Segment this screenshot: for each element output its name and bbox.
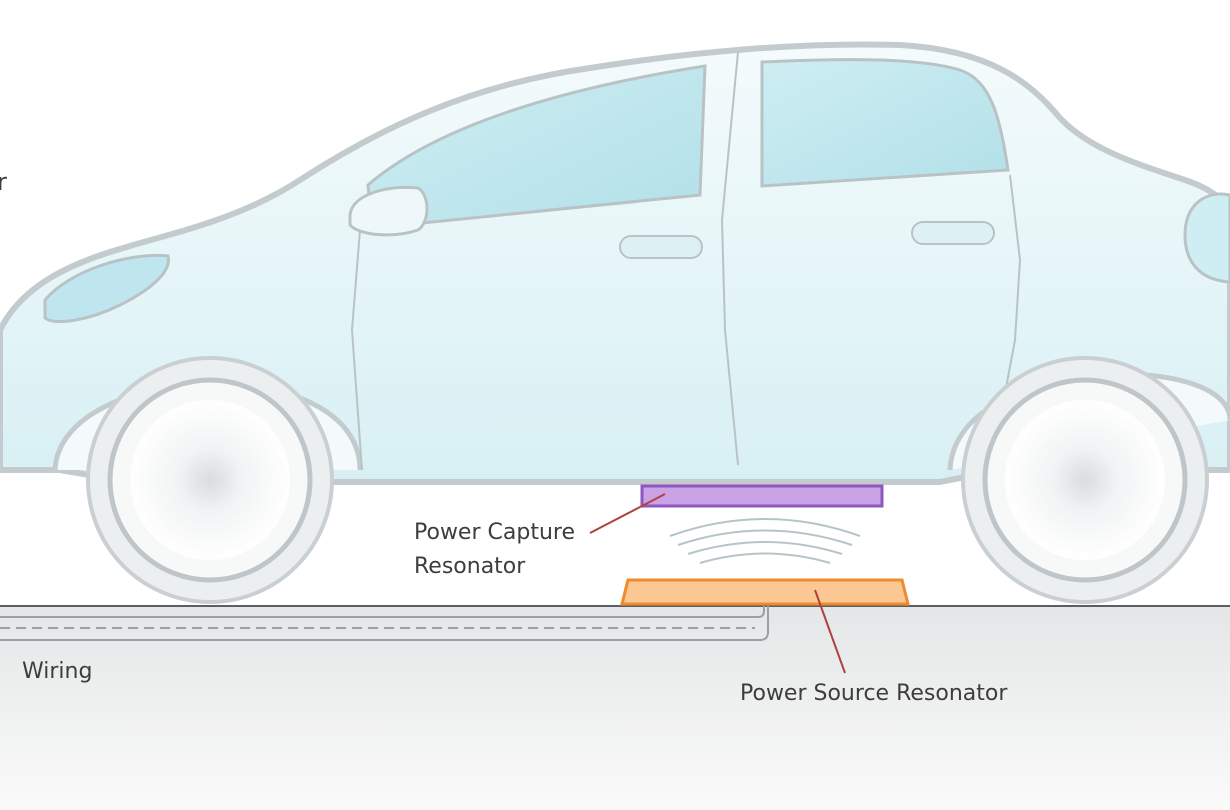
rear-door-handle (911, 221, 995, 245)
wiring-label: Wiring (22, 659, 93, 684)
wiring-channel (0, 606, 769, 641)
cropped-label-fragment: r (0, 168, 7, 196)
front-wheel (86, 356, 334, 604)
power-capture-resonator-label: Power Capture Resonator (414, 516, 575, 584)
tail-light (1183, 192, 1230, 284)
side-mirror (348, 185, 429, 237)
label-line-2: Resonator (414, 554, 526, 579)
rear-window (760, 58, 1010, 188)
power-source-resonator-label: Power Source Resonator (740, 681, 1008, 706)
source-leader-line (814, 589, 846, 674)
front-door-handle (619, 235, 703, 259)
power-source-resonator (620, 578, 910, 606)
car (0, 41, 1230, 485)
headlight (43, 253, 170, 324)
front-window (366, 64, 707, 230)
label-line-1: Power Capture (414, 520, 575, 545)
door-line-center (720, 51, 739, 466)
energy-waves-icon (669, 518, 861, 564)
door-line-front (350, 229, 363, 471)
power-capture-resonator (640, 484, 884, 508)
capture-leader-line (589, 493, 666, 534)
door-line-rear (999, 174, 1022, 421)
ground (0, 606, 1230, 810)
rear-wheel (961, 356, 1209, 604)
